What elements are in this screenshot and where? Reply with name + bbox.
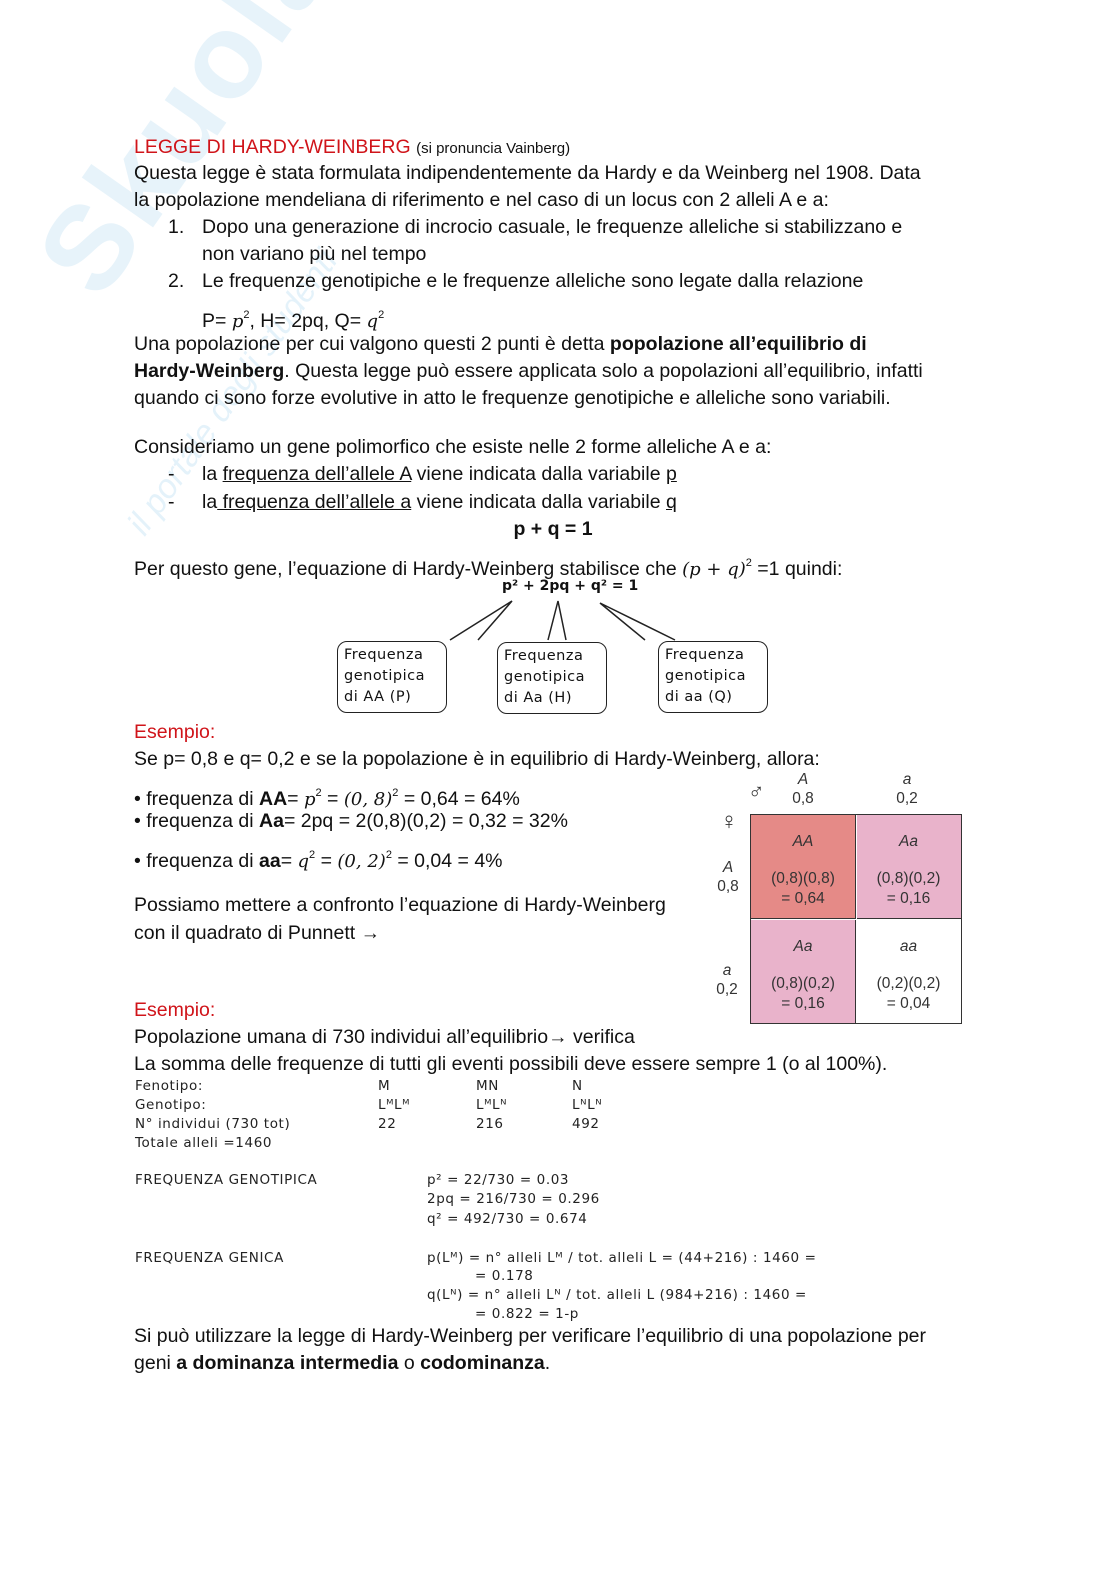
table-cell: LᴹLᴺ bbox=[476, 1097, 508, 1113]
female-icon: ♀ bbox=[720, 808, 738, 835]
equation-line: Per questo gene, l’equazione di Hardy-We… bbox=[134, 557, 843, 580]
paragraph-line: Si può utilizzare la legge di Hardy-Wein… bbox=[134, 1325, 926, 1347]
formula-line: = 0.178 bbox=[475, 1268, 534, 1284]
relation-formula: P= p2, H= 2pq, Q= q2 bbox=[202, 309, 385, 332]
formula-line: 2pq = 216/730 = 0.296 bbox=[427, 1191, 600, 1207]
table-cell: LᴹLᴹ bbox=[378, 1097, 411, 1113]
sum-formula: p + q = 1 bbox=[513, 518, 593, 540]
paragraph-line: Popolazione umana di 730 individui all’e… bbox=[134, 1026, 635, 1048]
list-item: Dopo una generazione di incrocio casuale… bbox=[202, 216, 903, 238]
table-cell: 216 bbox=[476, 1116, 504, 1132]
table-cell: N bbox=[572, 1078, 583, 1094]
punnett-square: AA(0,8)(0,8)= 0,64 Aa(0,8)(0,2)= 0,16 Aa… bbox=[750, 814, 962, 1024]
example-label: Esempio: bbox=[134, 999, 216, 1021]
table-cell: LᴺLᴺ bbox=[572, 1097, 603, 1113]
list-item: la frequenza dell’allele A viene indicat… bbox=[202, 463, 677, 485]
intro-line: Questa legge è stata formulata indipende… bbox=[134, 162, 921, 184]
table-cell: 22 bbox=[378, 1116, 397, 1132]
formula-line: q² = 492/730 = 0.674 bbox=[427, 1211, 588, 1227]
paragraph-line: La somma delle frequenze di tutti gli ev… bbox=[134, 1053, 888, 1075]
table-cell: M bbox=[378, 1078, 391, 1094]
male-icon: ♂ bbox=[748, 779, 765, 804]
paragraph-line: Possiamo mettere a confronto l’equazione… bbox=[134, 894, 666, 916]
callout-pointers bbox=[449, 600, 676, 641]
paragraph-line: Una popolazione per cui valgono questi 2… bbox=[134, 333, 867, 355]
paragraph-line: geni a dominanza intermedia o codominanz… bbox=[134, 1352, 551, 1374]
paragraph-line: Se p= 0,8 e q= 0,2 e se la popolazione è… bbox=[134, 748, 820, 770]
example-label: Esempio: bbox=[134, 721, 216, 743]
intro-line: la popolazione mendeliana di riferimento… bbox=[134, 189, 829, 211]
table-cell: 492 bbox=[572, 1116, 600, 1132]
paragraph-line: Hardy-Weinberg. Questa legge può essere … bbox=[134, 360, 923, 382]
table-row-label: Totale alleli =1460 bbox=[135, 1135, 273, 1151]
punnett-cell: Aa(0,8)(0,2)= 0,16 bbox=[751, 919, 856, 1023]
list-item: Le frequenze genotipiche e le frequenze … bbox=[202, 270, 864, 292]
expansion-formula: p² + 2pq + q² = 1 bbox=[502, 578, 639, 594]
table-cell: MN bbox=[476, 1078, 499, 1094]
formula-line: p(Lᴹ) = n° alleli Lᴹ / tot. alleli L = (… bbox=[427, 1250, 817, 1266]
section-label: FREQUENZA GENOTIPICA bbox=[135, 1172, 318, 1188]
table-row-label: Genotipo: bbox=[135, 1097, 207, 1113]
table-row-label: N° individui (730 tot) bbox=[135, 1116, 291, 1132]
page-title: LEGGE DI HARDY-WEINBERG (si pronuncia Va… bbox=[134, 136, 571, 158]
paragraph-line: con il quadrato di Punnett → bbox=[134, 922, 381, 944]
frequency-aa-hetero: • frequenza di Aa= 2pq = 2(0,8)(0,2) = 0… bbox=[134, 810, 568, 832]
frequency-aa: • frequenza di AA= p2 = (0, 8)2 = 0,64 =… bbox=[134, 787, 520, 810]
paragraph-line: Consideriamo un gene polimorfico che esi… bbox=[134, 436, 772, 458]
table-row-label: Fenotipo: bbox=[135, 1078, 203, 1094]
formula-line: = 0.822 = 1-p bbox=[475, 1306, 579, 1322]
formula-line: p² = 22/730 = 0.03 bbox=[427, 1172, 570, 1188]
frequency-aa-recessive: • frequenza di aa= q2 = (0, 2)2 = 0,04 =… bbox=[134, 849, 503, 872]
bullet: - bbox=[168, 491, 175, 513]
list-number: 2. bbox=[168, 270, 185, 292]
formula-line: q(Lᴺ) = n° alleli Lᴺ / tot. alleli L (98… bbox=[427, 1287, 807, 1303]
list-item: la frequenza dell’allele a viene indicat… bbox=[202, 491, 677, 513]
punnett-cell: Aa(0,8)(0,2)= 0,16 bbox=[856, 815, 961, 919]
punnett-cell: AA(0,8)(0,8)= 0,64 bbox=[751, 815, 856, 919]
paragraph-line: quando ci sono forze evolutive in atto l… bbox=[134, 387, 891, 409]
section-label: FREQUENZA GENICA bbox=[135, 1250, 284, 1266]
list-item: non variano più nel tempo bbox=[202, 243, 427, 265]
list-number: 1. bbox=[168, 216, 185, 238]
punnett-cell: aa(0,2)(0,2)= 0,04 bbox=[856, 919, 961, 1023]
bullet: - bbox=[168, 463, 175, 485]
